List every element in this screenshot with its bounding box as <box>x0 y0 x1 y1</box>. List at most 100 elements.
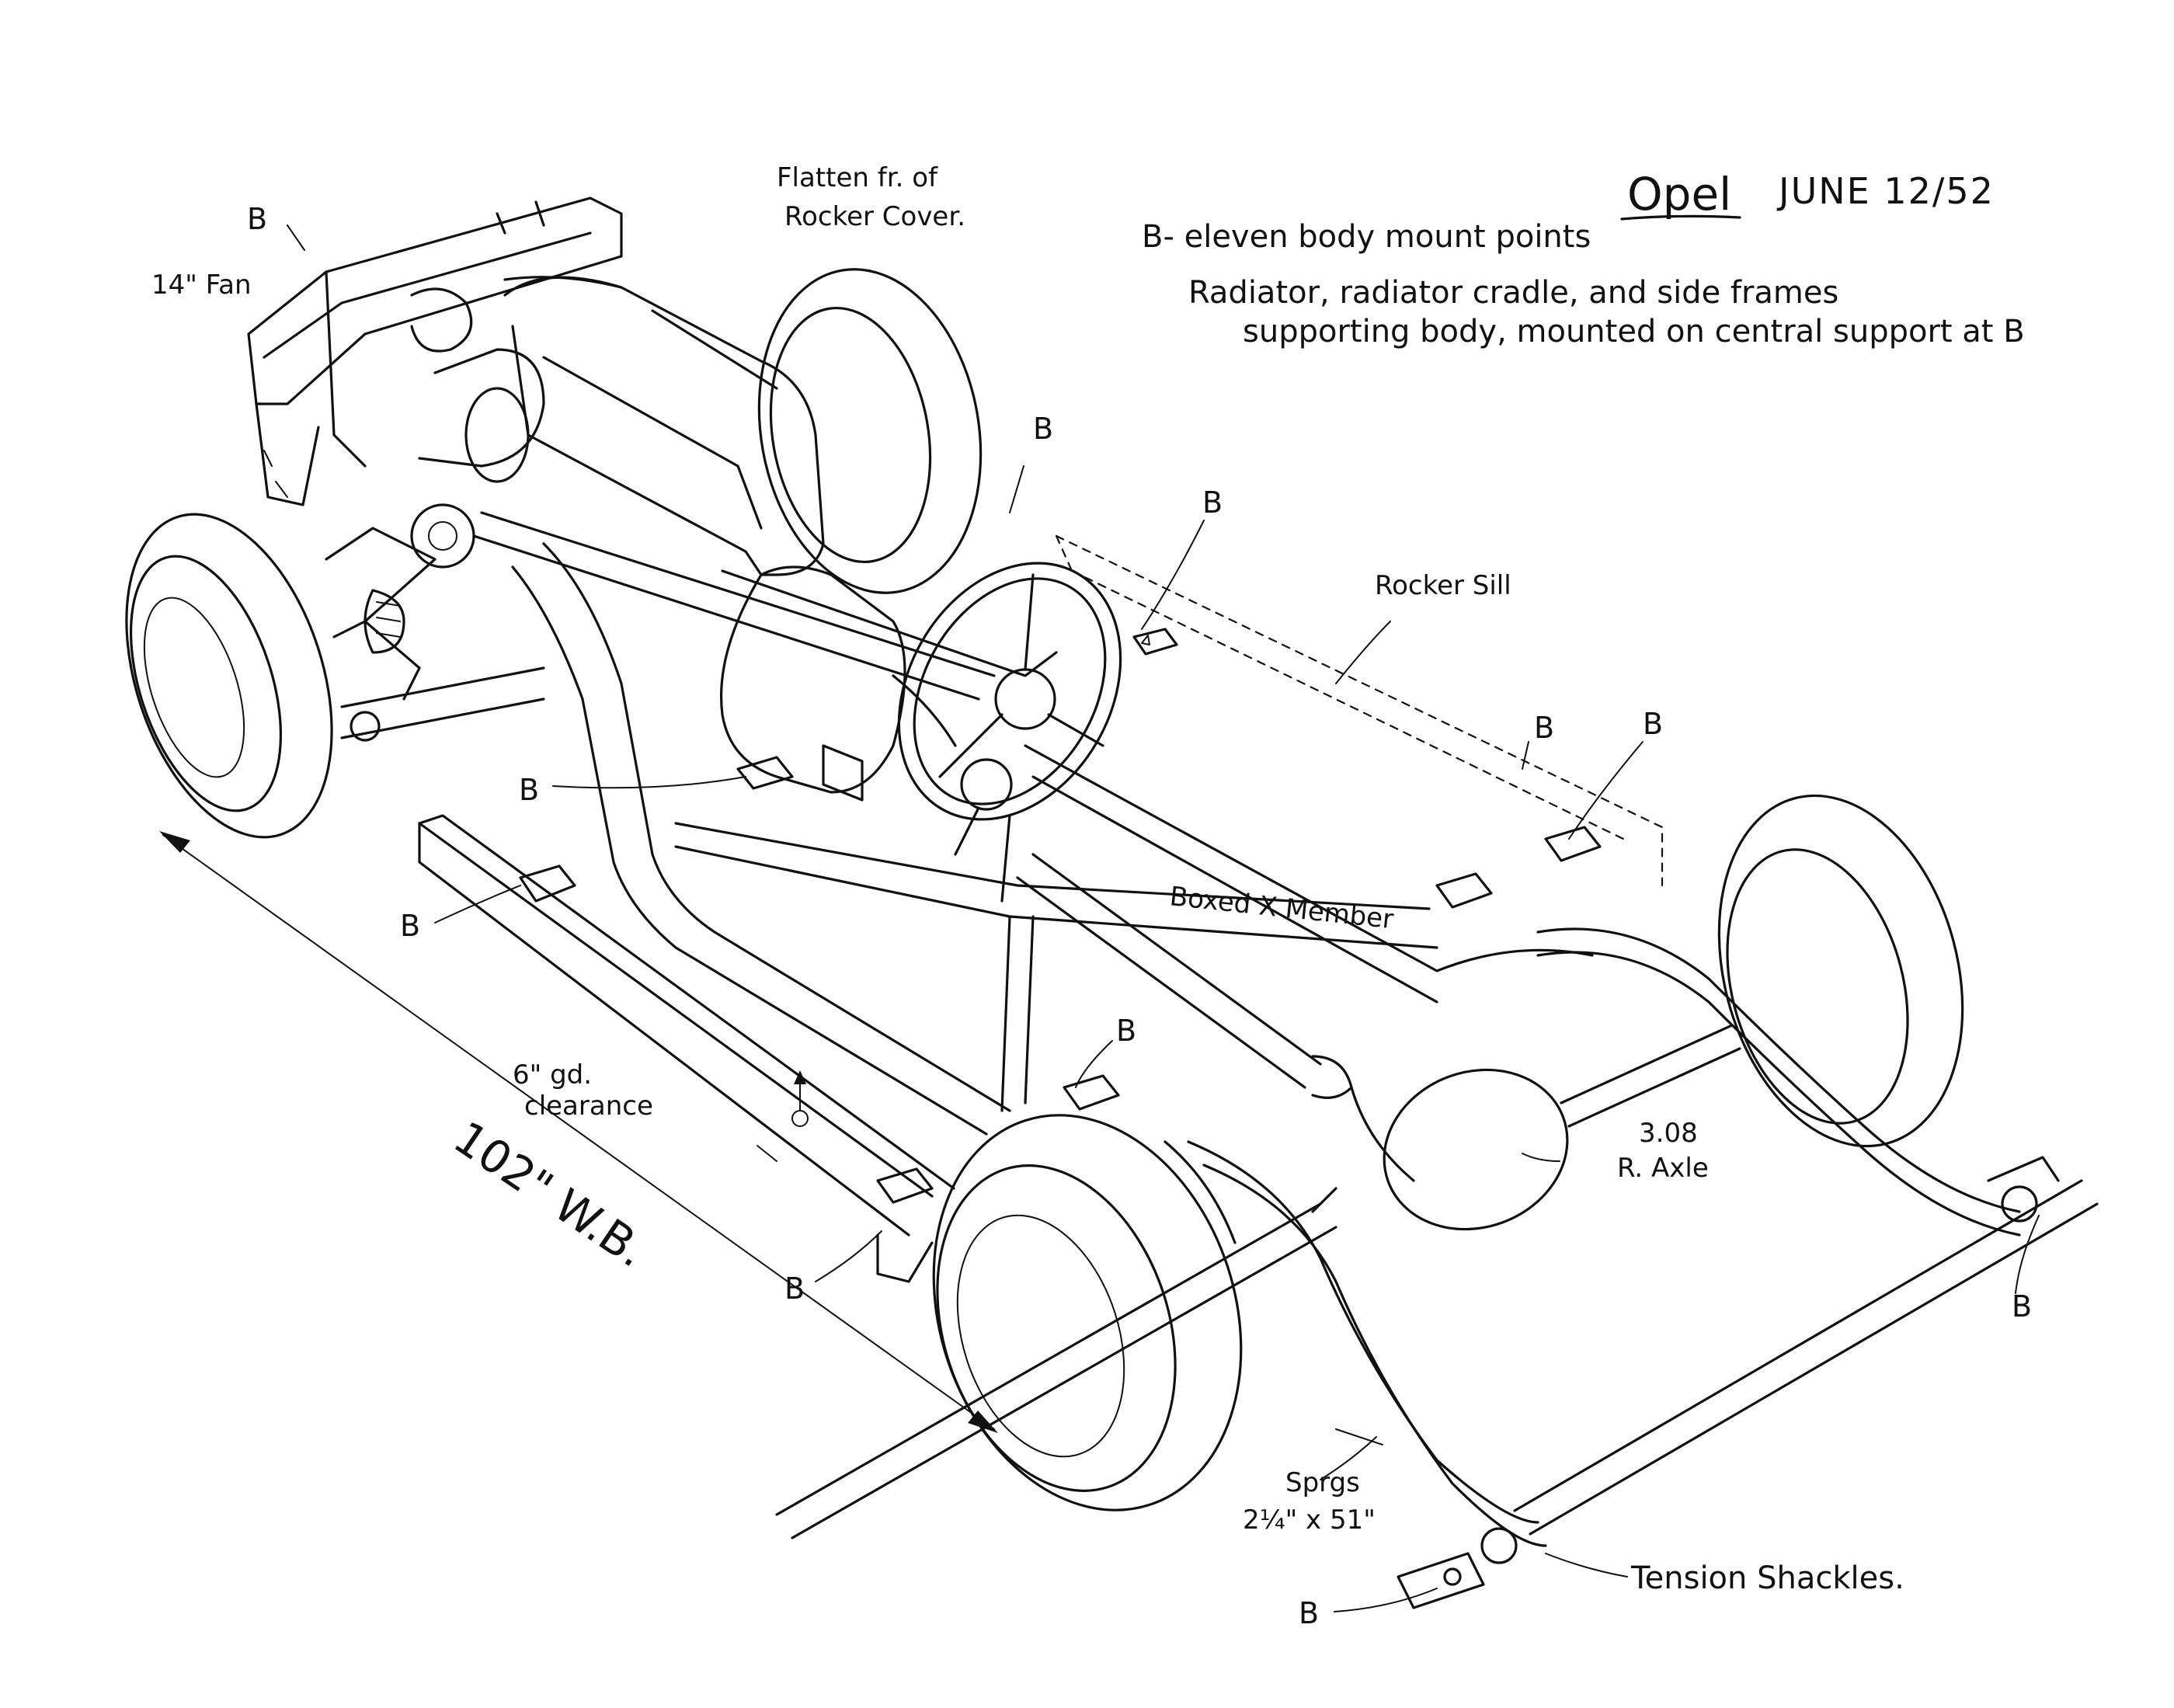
front-suspension <box>325 527 545 742</box>
axle-tube <box>1560 1024 1734 1104</box>
leader-line <box>1009 465 1024 513</box>
x-member <box>674 822 1431 910</box>
suspension-arm <box>332 620 421 701</box>
bellhousing <box>719 565 906 794</box>
axle-label-1: 3.08 <box>1639 1118 1698 1149</box>
leaf-spring <box>1187 1140 1539 1524</box>
sill-edge <box>1055 534 1664 887</box>
sill-edge <box>418 814 955 1190</box>
rear-left-wheel <box>932 1114 1243 1511</box>
leaf-spring <box>1202 1164 1547 1547</box>
body-mount-marker: B <box>1534 711 1554 745</box>
wheel-rim <box>143 597 245 778</box>
tire-inner <box>1726 848 1909 1125</box>
coil-turns <box>376 601 401 638</box>
engine-edge <box>542 356 763 530</box>
tie-rod <box>480 511 996 677</box>
axle-label-2: R. Axle <box>1617 1153 1709 1184</box>
leader-line <box>1568 741 1644 840</box>
leader-line <box>1522 741 1529 770</box>
leader-line <box>287 224 305 251</box>
steering-gearbox <box>960 758 1013 811</box>
leader-line <box>815 1230 882 1282</box>
transmission-edge <box>892 674 957 747</box>
axle-tube <box>791 1226 1337 1539</box>
body-mount-marker: B <box>519 773 539 807</box>
leaf-spring <box>1536 951 2021 1237</box>
wheel-rim <box>956 1214 1125 1458</box>
leader-line <box>2015 1215 2040 1294</box>
mount-plate <box>736 756 794 790</box>
body-mount-marker: B <box>1033 412 1053 446</box>
clearance-label-1: 6" gd. <box>513 1059 592 1091</box>
dimension-line <box>162 834 995 1430</box>
rear-axle <box>775 1024 1741 1539</box>
steering-column <box>954 806 1011 903</box>
radiator-edge <box>496 200 545 235</box>
springs-label-2: 2¼" x 51" <box>1243 1505 1376 1536</box>
boxed-member-label: Boxed X Member <box>1168 881 1395 935</box>
body-mount-marker: B <box>1116 1014 1136 1048</box>
driveshaft <box>1016 876 1306 1089</box>
axle-tube <box>1567 1047 1741 1128</box>
cross-members <box>472 511 1058 701</box>
body-mount-marker: B <box>784 1271 805 1306</box>
rear-cross-tube <box>1513 1179 2083 1512</box>
sill-edge <box>418 822 910 1237</box>
springs-label-1: Sprgs <box>1285 1467 1360 1498</box>
shackles-label: Tension Shackles. <box>1630 1560 1904 1596</box>
pulley <box>410 503 475 569</box>
differential <box>1383 1068 1569 1231</box>
body-mount-marker: B <box>2012 1289 2032 1324</box>
sill-edge <box>1055 534 1073 572</box>
tire-inner <box>129 555 283 812</box>
front-right-wheel <box>757 268 983 594</box>
axle-tube <box>775 1202 1322 1516</box>
radiator-edge <box>255 402 320 506</box>
central-frame <box>511 542 1602 1204</box>
rear-cross-tube <box>1529 1202 2099 1536</box>
sill-edge <box>418 822 934 1198</box>
tire-inner <box>769 306 932 564</box>
title-text: Opel <box>1627 168 1731 221</box>
leader-line <box>1522 1153 1560 1162</box>
sill-edge <box>1070 569 1625 840</box>
spring-dimension <box>1335 1428 1383 1445</box>
date-text: JUNE 12/52 <box>1776 170 1995 212</box>
body-mount-marker: B <box>1299 1596 1319 1630</box>
mount-plate <box>876 1167 934 1204</box>
shackle <box>1480 1527 1518 1564</box>
ball-joint <box>350 711 381 742</box>
mount-plate <box>1435 872 1493 909</box>
legend-text: B- eleven body mount points <box>1142 219 1591 255</box>
rocker-sill-outline <box>1055 534 1664 887</box>
rocker-cover-label-2: Rocker Cover. <box>784 201 965 232</box>
tie-rod <box>472 534 980 701</box>
engine-edge <box>651 309 778 390</box>
leader-line <box>552 776 746 789</box>
shackle-bolt <box>1443 1567 1462 1586</box>
body-mount-markers: B B B B B B B B B B B <box>247 202 2040 1630</box>
suspension-arm <box>340 666 545 708</box>
suspension-arm <box>325 527 437 623</box>
frame-rail <box>511 565 988 1136</box>
leader-line <box>1545 1553 1628 1578</box>
transmission-box <box>822 744 864 802</box>
rocker-cover-label-1: Flatten fr. of <box>777 162 938 193</box>
pulley-hub <box>428 521 457 551</box>
sill-edge <box>876 1233 934 1283</box>
radiator-edge <box>263 450 288 498</box>
clearance-point <box>791 1110 809 1127</box>
body-mount-marker: B <box>1202 485 1223 520</box>
leader-line <box>434 885 521 924</box>
engine-block <box>410 276 825 576</box>
suspension-arm <box>340 697 545 739</box>
steering-hub <box>994 668 1056 730</box>
tire-outer <box>932 1114 1243 1511</box>
steering <box>897 562 1122 903</box>
axle-housing <box>1350 1086 1415 1182</box>
leaf-spring <box>1536 927 2021 1213</box>
wheelbase-dimension <box>159 831 998 1433</box>
tire-outer <box>125 513 333 839</box>
